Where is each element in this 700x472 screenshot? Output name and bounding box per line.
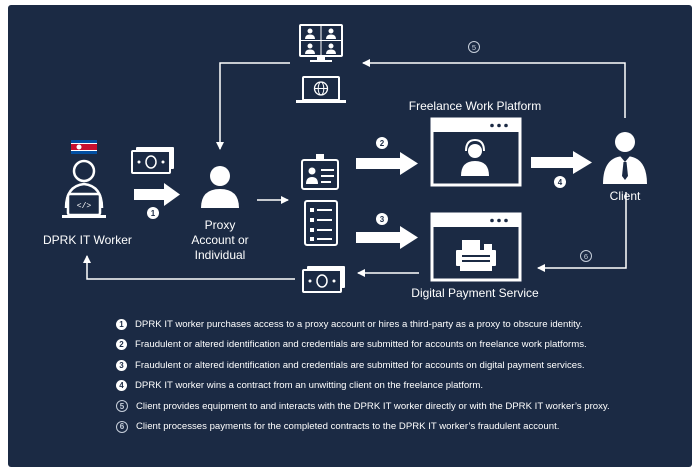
proxy-label: Proxy Account or Individual — [191, 218, 249, 262]
dprk-worker-label: DPRK IT Worker — [43, 233, 132, 247]
video-call-icon — [299, 24, 343, 62]
legend-number: 2 — [116, 339, 127, 350]
client-label: Client — [609, 189, 641, 203]
legend-text: Client provides equipment to and interac… — [136, 400, 610, 412]
payment-service-label: Digital Payment Service — [411, 286, 539, 300]
legend-item: 6 Client processes payments for the comp… — [116, 417, 686, 437]
globe-laptop-icon — [296, 76, 346, 103]
step-badge-6: 6 — [580, 250, 592, 262]
arrow-to-payment-service — [356, 226, 418, 249]
svg-text:</>: </> — [77, 202, 92, 211]
person-icon — [201, 166, 239, 208]
legend-item: 2 Fraudulent or altered identification a… — [116, 335, 686, 355]
legend-text: Fraudulent or altered identification and… — [135, 339, 587, 350]
legend-text: DPRK IT worker purchases access to a pro… — [135, 318, 583, 330]
legend-number: 6 — [116, 420, 128, 433]
arrow-worker-to-proxy — [134, 183, 180, 206]
step-badge-2: 2 — [376, 137, 388, 149]
step-badge-3: 3 — [376, 213, 388, 225]
businessman-icon — [603, 132, 647, 184]
legend-text: Fraudulent or altered identification and… — [135, 359, 585, 371]
legend-item: 5 Client provides equipment to and inter… — [116, 396, 686, 416]
flag-icon — [71, 140, 97, 154]
arrow-to-freelance-platform — [356, 152, 418, 175]
arrow-client-payment — [537, 192, 627, 272]
step-badge-1: 1 — [147, 207, 159, 219]
legend-number: 1 — [116, 318, 127, 330]
arrow-client-equipment — [362, 59, 626, 118]
cash-register-icon — [456, 240, 496, 271]
legend-number: 5 — [116, 400, 128, 412]
cash-icon — [302, 266, 345, 293]
legend-item: 3 Fraudulent or altered identification a… — [116, 355, 686, 375]
id-card-icon — [301, 154, 339, 190]
step-badge-5: 5 — [468, 41, 480, 53]
laptop-person-icon: </> — [62, 159, 106, 218]
legend: 1 DPRK IT worker purchases access to a p… — [116, 314, 686, 437]
headset-agent-icon — [461, 138, 489, 176]
legend-item: 1 DPRK IT worker purchases access to a p… — [116, 314, 686, 334]
svg-text:1: 1 — [151, 209, 156, 218]
arrow-platform-to-client — [531, 151, 592, 174]
legend-number: 4 — [116, 380, 127, 391]
svg-text:6: 6 — [584, 252, 588, 261]
cash-icon — [131, 147, 174, 174]
legend-text: DPRK IT worker wins a contract from an u… — [135, 380, 484, 391]
svg-text:2: 2 — [380, 139, 385, 148]
legend-number: 3 — [116, 359, 127, 371]
svg-text:3: 3 — [380, 215, 385, 224]
freelance-platform-label: Freelance Work Platform — [408, 99, 542, 113]
svg-text:4: 4 — [558, 178, 563, 187]
legend-text: Client processes payments for the comple… — [136, 421, 560, 432]
arrow-equipment-to-proxy — [216, 62, 290, 150]
arrow-cash-to-worker — [83, 255, 295, 280]
step-badge-4: 4 — [554, 176, 566, 188]
legend-item: 4 DPRK IT worker wins a contract from an… — [116, 376, 686, 396]
checklist-icon — [304, 200, 338, 246]
svg-text:5: 5 — [472, 43, 476, 52]
